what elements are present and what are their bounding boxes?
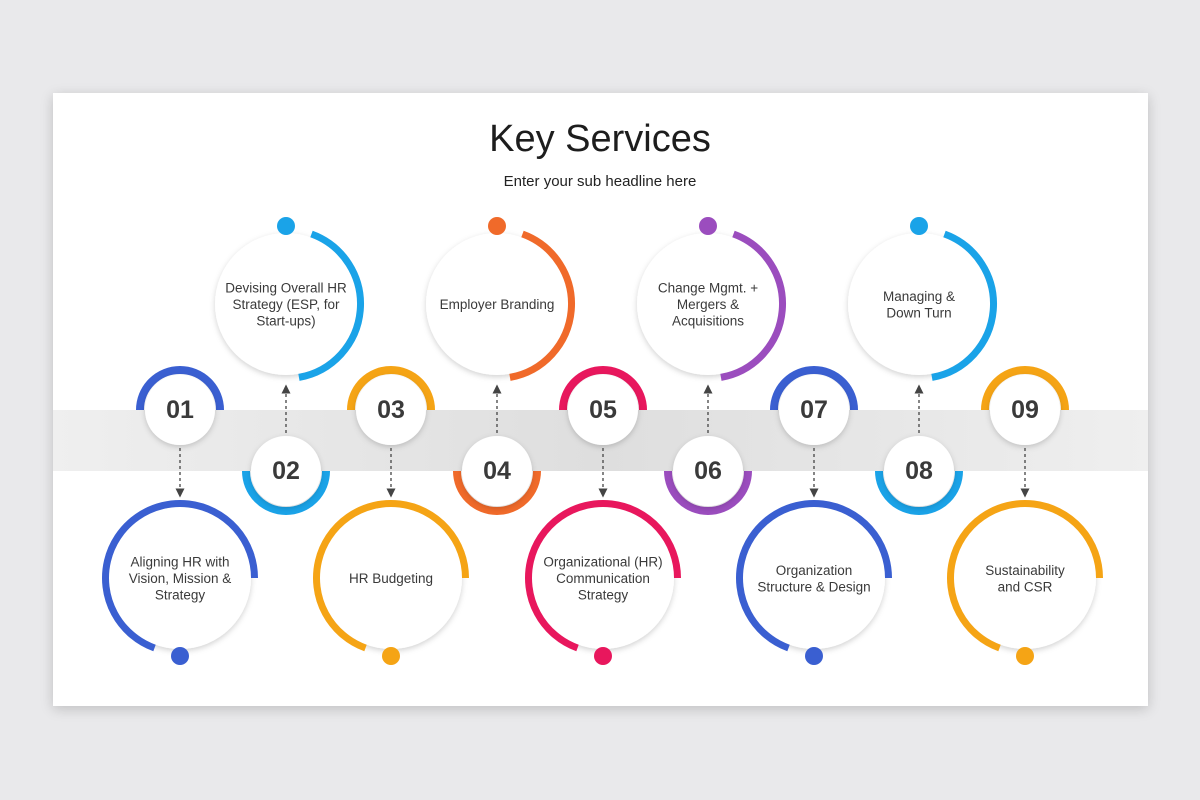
number-badge-arc bbox=[875, 470, 963, 515]
service-card-arc bbox=[720, 230, 787, 381]
accent-dot bbox=[699, 217, 717, 235]
number-badge-arc bbox=[559, 366, 647, 411]
step-number: 03 bbox=[377, 396, 405, 424]
step-number: 08 bbox=[905, 457, 933, 485]
service-card-arc bbox=[102, 500, 258, 652]
service-label-line: Down Turn bbox=[886, 305, 951, 320]
number-badge bbox=[251, 436, 321, 506]
number-badge-arc bbox=[453, 470, 541, 515]
number-badge bbox=[568, 375, 638, 445]
service-card bbox=[320, 507, 462, 649]
number-badge-arc bbox=[981, 366, 1069, 411]
number-badge bbox=[673, 436, 743, 506]
number-badge bbox=[356, 375, 426, 445]
step-number: 05 bbox=[589, 396, 617, 424]
page-subtitle: Enter your sub headline here bbox=[503, 173, 697, 190]
service-card-arc bbox=[736, 500, 892, 652]
service-card bbox=[954, 507, 1096, 649]
service-card-arc bbox=[298, 230, 365, 381]
accent-dot bbox=[277, 217, 295, 235]
number-badge bbox=[990, 375, 1060, 445]
number-badge bbox=[462, 436, 532, 506]
step-number: 02 bbox=[272, 457, 300, 485]
service-card-arc bbox=[509, 230, 576, 381]
accent-dot bbox=[171, 647, 189, 665]
service-label-line: Devising Overall HR bbox=[225, 281, 347, 296]
service-card bbox=[109, 507, 251, 649]
step-06: 06 Change Mgmt. +Mergers & Acquisitions bbox=[637, 217, 787, 515]
service-label-line: and CSR bbox=[998, 579, 1053, 594]
number-badge-arc bbox=[242, 470, 330, 515]
service-label-line: Sustainability bbox=[985, 563, 1065, 578]
number-badge bbox=[884, 436, 954, 506]
service-label-line: Structure & Design bbox=[757, 579, 870, 594]
accent-dot bbox=[1016, 647, 1034, 665]
number-badge bbox=[145, 375, 215, 445]
service-label-line: Strategy (ESP, for bbox=[232, 297, 340, 312]
service-label-line: Aligning HR with bbox=[130, 555, 229, 570]
step-number: 09 bbox=[1011, 396, 1039, 424]
service-label-line: Organizational (HR) bbox=[543, 555, 662, 570]
number-badge-arc bbox=[136, 366, 224, 411]
service-label-line: Employer Branding bbox=[440, 297, 555, 312]
accent-dot bbox=[805, 647, 823, 665]
service-card bbox=[215, 233, 357, 375]
service-label-line: Strategy bbox=[578, 588, 629, 603]
service-label-line: Change Mgmt. + bbox=[658, 281, 758, 296]
service-label-line: HR Budgeting bbox=[349, 571, 433, 586]
step-number: 06 bbox=[694, 457, 722, 485]
step-04: 04 Employer Branding bbox=[426, 217, 576, 515]
number-badge-arc bbox=[664, 470, 752, 515]
service-label-line: Acquisitions bbox=[672, 314, 744, 329]
service-card-arc bbox=[947, 500, 1103, 652]
step-number: 04 bbox=[483, 457, 511, 485]
service-label-line: Mergers & bbox=[677, 297, 739, 312]
service-card-arc bbox=[525, 500, 681, 652]
service-card-arc bbox=[313, 500, 469, 652]
service-card bbox=[532, 507, 674, 649]
accent-dot bbox=[910, 217, 928, 235]
service-label-line: Start-ups) bbox=[256, 314, 315, 329]
service-label-line: Managing & bbox=[883, 289, 955, 304]
service-card bbox=[743, 507, 885, 649]
service-card-arc bbox=[931, 230, 998, 381]
step-number: 07 bbox=[800, 396, 828, 424]
step-03: 03 HR Budgeting bbox=[313, 366, 469, 665]
service-card bbox=[848, 233, 990, 375]
number-badge-arc bbox=[347, 366, 435, 411]
service-label-line: Vision, Mission & bbox=[129, 571, 232, 586]
service-card bbox=[637, 233, 779, 375]
step-08: 08 Managing &Down Turn bbox=[848, 217, 998, 515]
accent-dot bbox=[488, 217, 506, 235]
page-title: Key Services bbox=[489, 118, 711, 160]
service-label-line: Organization bbox=[776, 563, 853, 578]
accent-dot bbox=[382, 647, 400, 665]
service-label-line: Communication bbox=[556, 571, 650, 586]
service-card bbox=[426, 233, 568, 375]
number-badge-arc bbox=[770, 366, 858, 411]
accent-dot bbox=[594, 647, 612, 665]
step-number: 01 bbox=[166, 396, 194, 424]
number-badge bbox=[779, 375, 849, 445]
service-label-line: Strategy bbox=[155, 588, 206, 603]
